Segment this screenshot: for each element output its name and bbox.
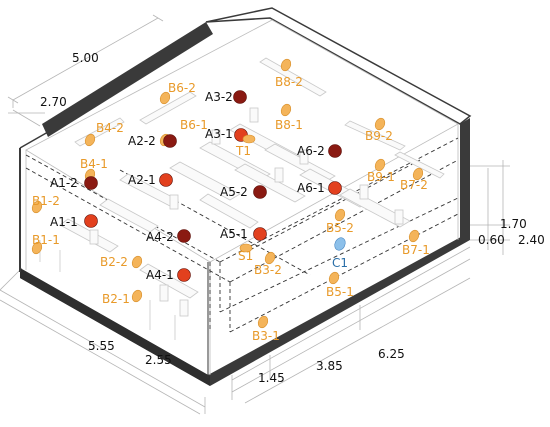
sensor-label-b1-2: B1-2 xyxy=(32,194,60,208)
dim-bottom-c: 6.25 xyxy=(378,347,405,361)
dim-right-upper: 1.70 xyxy=(500,217,527,231)
sensor-marker-a4-2 xyxy=(177,229,191,243)
sensor-marker-b8-2 xyxy=(280,58,292,72)
dimension-labels: 5.00 2.70 5.55 2.55 1.45 3.85 6.25 1.70 … xyxy=(40,51,545,385)
sensor-marker-a6-2 xyxy=(328,144,342,158)
sensor-label-b5-2: B5-2 xyxy=(326,221,354,235)
sensor-label-a1-2: A1-2 xyxy=(50,176,78,190)
sensor-label-b3-2: B3-2 xyxy=(254,263,282,277)
dim-top-width: 5.00 xyxy=(72,51,99,65)
sensor-label-c1: C1 xyxy=(332,256,348,270)
sensor-label-s1: S1 xyxy=(238,249,253,263)
sensor-marker-a5-2 xyxy=(253,185,267,199)
sensor-label-b9-2: B9-2 xyxy=(365,129,393,143)
sensor-label-b8-1: B8-1 xyxy=(275,118,303,132)
sensor-marker-a1-1 xyxy=(84,214,98,228)
sensor-label-a3-1: A3-1 xyxy=(205,127,233,141)
sensor-label-a5-1: A5-1 xyxy=(220,227,248,241)
sensor-marker-b3-1 xyxy=(257,315,269,329)
sensor-marker-b2-1 xyxy=(131,289,143,303)
sensor-marker-b9-2 xyxy=(374,117,386,131)
sensor-marker-b1-1 xyxy=(31,241,43,255)
sensor-label-b6-1: B6-1 xyxy=(180,118,208,132)
sensor-label-b8-2: B8-2 xyxy=(275,75,303,89)
sensor-label-a5-2: A5-2 xyxy=(220,185,248,199)
sensor-label-a6-1: A6-1 xyxy=(297,181,325,195)
dim-left-length: 5.55 xyxy=(88,339,115,353)
sensor-marker-a3-2 xyxy=(233,90,247,104)
sensor-marker-a2-2 xyxy=(163,134,177,148)
sensor-label-b9-1: B9-1 xyxy=(367,170,395,184)
sensor-marker-s1 xyxy=(239,243,253,253)
sensor-label-b3-1: B3-1 xyxy=(252,329,280,343)
sensor-label-a3-2: A3-2 xyxy=(205,90,233,104)
sensor-marker-b7-2 xyxy=(412,167,424,181)
sensor-marker-a6-1 xyxy=(328,181,342,195)
sensor-marker-a1-2 xyxy=(84,176,98,190)
sensor-marker-b3-2 xyxy=(264,251,276,265)
sensor-marker-b2-2 xyxy=(131,255,143,269)
sensor-label-b7-1: B7-1 xyxy=(402,243,430,257)
sensor-marker-b1-2 xyxy=(31,200,43,214)
sensor-marker-b9-1 xyxy=(374,158,386,172)
sensor-marker-b8-1 xyxy=(280,103,292,117)
sensor-marker-b4-2 xyxy=(84,133,96,147)
room-walls xyxy=(19,7,472,386)
sensor-label-b2-2: B2-2 xyxy=(100,255,128,269)
dim-right-lower: 0.60 xyxy=(478,233,505,247)
dim-left-inner: 2.55 xyxy=(145,353,172,367)
sensor-label-a6-2: A6-2 xyxy=(297,144,325,158)
sensor-marker-a2-1 xyxy=(159,173,173,187)
sensor-marker-b5-2 xyxy=(334,208,346,222)
sensor-label-b6-2: B6-2 xyxy=(168,81,196,95)
sensor-marker-b5-1 xyxy=(328,271,340,285)
sensor-label-a4-1: A4-1 xyxy=(146,268,174,282)
sensor-label-b4-2: B4-2 xyxy=(96,121,124,135)
sensor-label-a2-2: A2-2 xyxy=(128,134,156,148)
dim-bottom-a: 1.45 xyxy=(258,371,285,385)
dim-bottom-b: 3.85 xyxy=(316,359,343,373)
sensor-label-a2-1: A2-1 xyxy=(128,173,156,187)
sensor-label-a4-2: A4-2 xyxy=(146,230,174,244)
sensor-label-b1-1: B1-1 xyxy=(32,233,60,247)
sensor-label-b4-1: B4-1 xyxy=(80,157,108,171)
sensor-marker-a5-1 xyxy=(253,227,267,241)
sensor-marker-a4-1 xyxy=(177,268,191,282)
dim-top-depth: 2.70 xyxy=(40,95,67,109)
sensor-group: B8-2 B6-2 A3-2 B8-1 B4-2 B6-1 A2-2 A3-1 … xyxy=(31,58,430,343)
sensor-label-b7-2: B7-2 xyxy=(400,178,428,192)
sensor-marker-t1 xyxy=(242,134,256,144)
sensor-marker-b6-2 xyxy=(159,91,171,105)
sensor-marker-c1 xyxy=(334,237,346,251)
sensor-label-b2-1: B2-1 xyxy=(102,292,130,306)
dim-right-total: 2.40 xyxy=(518,233,545,247)
sensor-label-t1: T1 xyxy=(235,144,251,158)
sensor-marker-b7-1 xyxy=(408,229,420,243)
sensor-label-b5-1: B5-1 xyxy=(326,285,354,299)
sensor-label-a1-1: A1-1 xyxy=(50,215,78,229)
